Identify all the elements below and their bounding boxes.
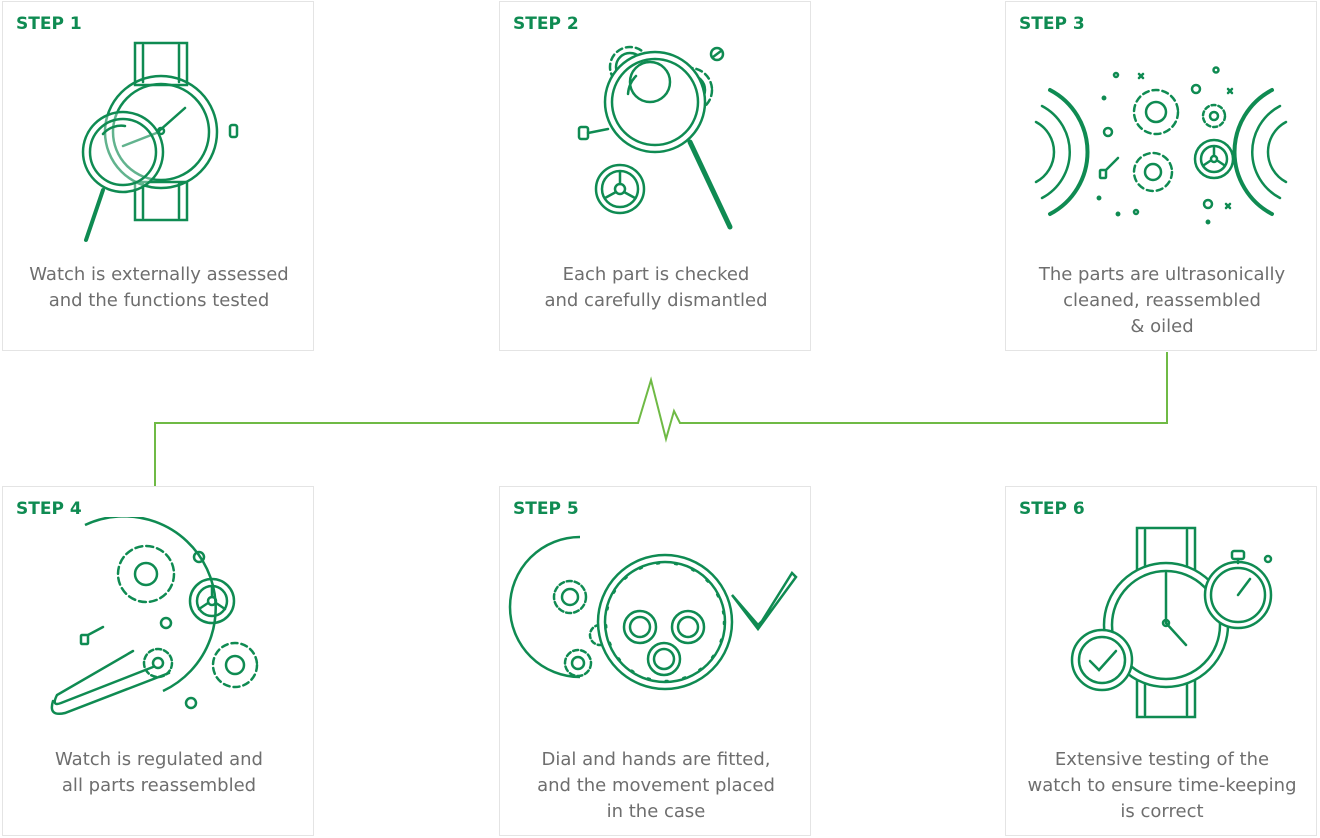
step-card-5: STEP 5 Dial and hands are fitted, and th… — [499, 486, 811, 836]
timing-test-icon — [1070, 526, 1273, 719]
watch-magnifier-icon — [81, 41, 239, 242]
step-description: The parts are ultrasonically cleaned, re… — [1038, 264, 1286, 337]
dial-fitting-icon — [508, 535, 798, 691]
step-title: STEP 5 — [513, 499, 579, 519]
step-description: Dial and hands are fitted, and the movem… — [537, 749, 775, 822]
step-title: STEP 3 — [1019, 14, 1085, 34]
step-title: STEP 6 — [1019, 499, 1085, 519]
step-card-4: STEP 4 Watch is regulated and all parts … — [2, 486, 314, 836]
step-description: Watch is regulated and all parts reassem… — [55, 749, 263, 796]
step-description: Each part is checked and carefully disma… — [544, 264, 768, 311]
step-description: Extensive testing of the watch to ensure… — [1027, 749, 1297, 822]
step-card-2: STEP 2 Each part is checked and carefull… — [499, 1, 811, 351]
tweezers-movement-icon — [50, 517, 259, 715]
step-card-6: STEP 6 Extensive testing of the watch to… — [1005, 486, 1317, 836]
step-title: STEP 4 — [16, 499, 82, 519]
step-card-1: STEP 1 Watch is externally assessed and … — [2, 1, 314, 351]
ultrasonic-cleaning-icon — [1034, 66, 1288, 225]
step-title: STEP 2 — [513, 14, 579, 34]
parts-inspection-icon — [577, 45, 733, 230]
step-title: STEP 1 — [16, 14, 82, 34]
step-description: Watch is externally assessed and the fun… — [29, 264, 289, 311]
connector-heartbeat — [154, 352, 1168, 486]
step-card-3: STEP 3 The parts are ultrasonically clea… — [1005, 1, 1317, 351]
